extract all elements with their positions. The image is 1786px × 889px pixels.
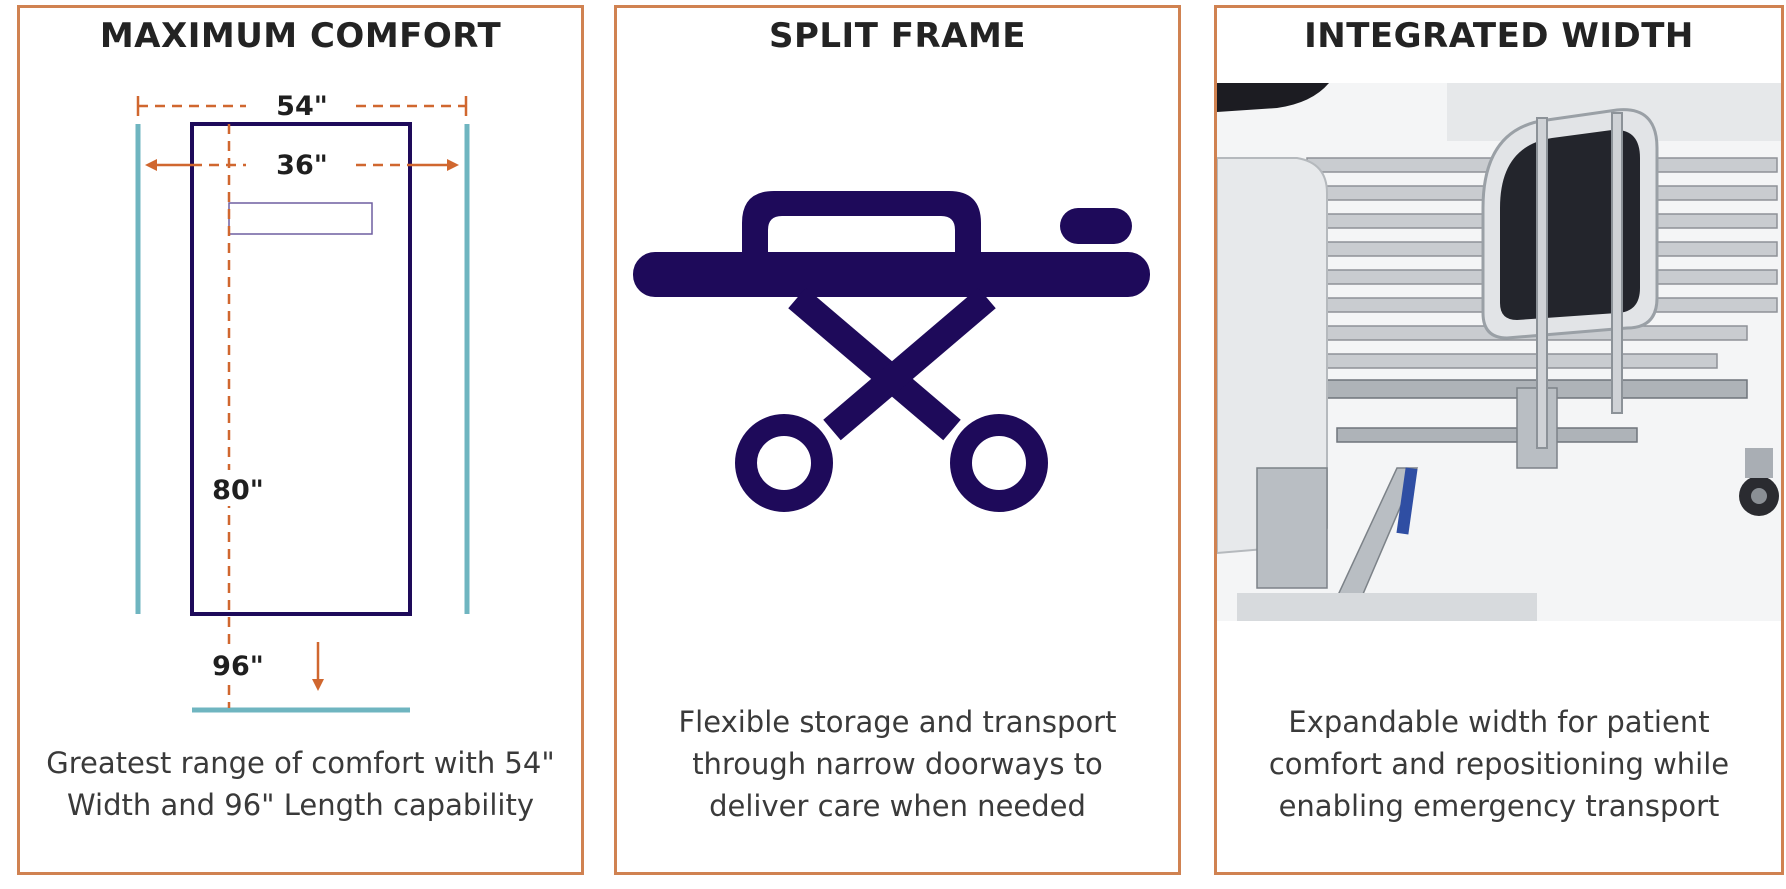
outer-width-label: 54" bbox=[276, 91, 328, 122]
description-line: through narrow doorways to bbox=[692, 747, 1103, 781]
inner-width-dimension: 36" bbox=[145, 150, 459, 181]
bed-dimension-diagram: 54" 36" 80" 96" bbox=[135, 91, 470, 713]
inner-width-label: 36" bbox=[276, 150, 328, 181]
panel-description: Expandable width for patient comfort and… bbox=[1217, 701, 1781, 827]
description-line: Greatest range of comfort with 54" bbox=[46, 746, 555, 780]
description-line: Expandable width for patient bbox=[1288, 705, 1710, 739]
panel-integrated-width: INTEGRATED WIDTH bbox=[1214, 5, 1784, 875]
stretcher-icon bbox=[633, 191, 1150, 512]
description-line: Width and 96" Length capability bbox=[67, 788, 534, 822]
panel-split-frame: SPLIT FRAME Flexible storage and transpo… bbox=[614, 5, 1181, 875]
description-line: enabling emergency transport bbox=[1278, 789, 1720, 823]
inner-length-label: 80" bbox=[212, 475, 264, 506]
panel-description: Flexible storage and transport through n… bbox=[617, 701, 1178, 827]
outer-length-label: 96" bbox=[212, 651, 264, 682]
panel-title: MAXIMUM COMFORT bbox=[99, 16, 502, 56]
panel-maximum-comfort: MAXIMUM COMFORT 54" 36" bbox=[17, 5, 584, 875]
bed-frame-photo bbox=[1217, 83, 1781, 621]
description-line: deliver care when needed bbox=[709, 789, 1086, 823]
panel-title: SPLIT FRAME bbox=[768, 16, 1027, 56]
panel-title: INTEGRATED WIDTH bbox=[1304, 16, 1694, 56]
outer-width-dimension: 54" bbox=[136, 91, 468, 122]
description-line: Flexible storage and transport bbox=[678, 705, 1117, 739]
mattress-outline bbox=[190, 122, 412, 616]
description-line: comfort and repositioning while bbox=[1268, 747, 1730, 781]
pillow bbox=[228, 202, 373, 235]
panel-description: Greatest range of comfort with 54" Width… bbox=[20, 742, 581, 826]
